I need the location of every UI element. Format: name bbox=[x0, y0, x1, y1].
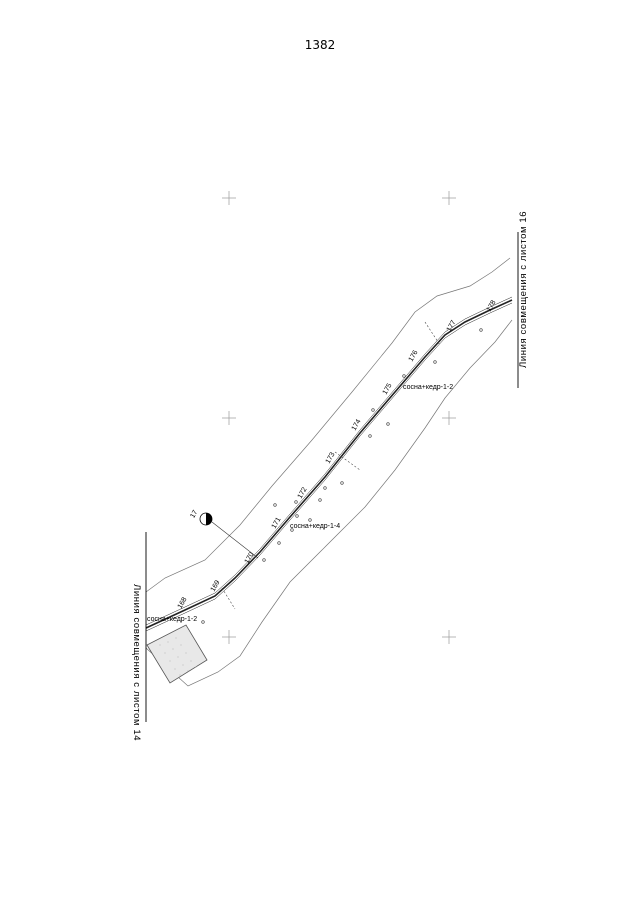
cleared-area-dots bbox=[159, 637, 197, 676]
station-label: 170 bbox=[244, 551, 256, 565]
station-label: 168 bbox=[177, 596, 189, 610]
station-label: 169 bbox=[210, 579, 222, 593]
station-label: 173 bbox=[325, 451, 337, 465]
marker-leader bbox=[211, 521, 259, 559]
cleared-area bbox=[146, 624, 208, 684]
station-labels: 168 169 170 171 172 173 174 175 176 177 … bbox=[177, 299, 498, 610]
station-label: 178 bbox=[486, 299, 498, 313]
station-label: 176 bbox=[408, 349, 420, 363]
registration-marks bbox=[222, 191, 456, 644]
corridor-boundary-lower bbox=[145, 319, 513, 687]
station-label: 175 bbox=[382, 382, 394, 396]
route-line bbox=[145, 296, 513, 632]
station-label: 172 bbox=[297, 486, 309, 500]
cross-sections bbox=[221, 321, 441, 610]
tree-label: сосна+кедр-1-2 bbox=[147, 616, 197, 623]
corridor-boundary-upper bbox=[145, 257, 511, 593]
tree-labels: сосна+кедр-1-2 сосна+кедр-1-4 сосна+кедр… bbox=[147, 384, 453, 623]
tree-label: сосна+кедр-1-4 bbox=[290, 523, 340, 530]
station-label: 174 bbox=[351, 418, 363, 432]
marker-label: 17 bbox=[189, 509, 199, 519]
station-label: 171 bbox=[271, 516, 283, 530]
match-line-top-label: Линия совмещения с листом 16 bbox=[518, 211, 529, 368]
tree-symbols bbox=[201, 328, 483, 624]
match-line-bottom-label: Линия совмещения с листом 14 bbox=[131, 584, 142, 741]
page-number: 1382 bbox=[304, 38, 336, 52]
tree-label: сосна+кедр-1-2 bbox=[403, 384, 453, 391]
marker-circle bbox=[199, 512, 213, 526]
station-label: 177 bbox=[446, 319, 458, 333]
